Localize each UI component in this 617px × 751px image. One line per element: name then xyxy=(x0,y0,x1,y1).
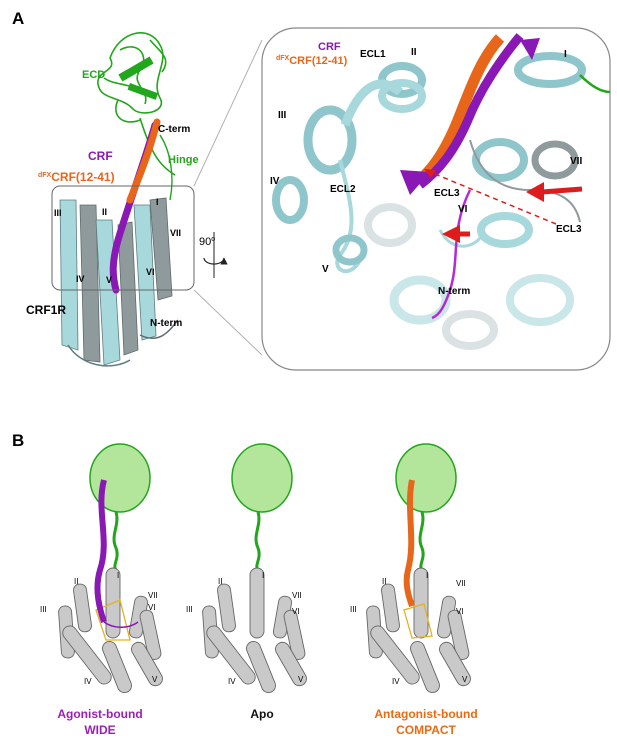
receptor-bundle xyxy=(59,197,179,367)
m1-helix-III: III xyxy=(40,605,47,614)
m3-helix-II: II xyxy=(382,577,386,586)
inset-helix-V: V xyxy=(322,264,329,275)
left-helix-II: II xyxy=(102,207,107,217)
selection-box xyxy=(51,185,195,291)
rotation-value: 90 xyxy=(199,236,211,248)
m3-helix-III: III xyxy=(350,605,357,614)
inset-structure xyxy=(272,33,611,350)
panel-a-letter: A xyxy=(12,9,24,28)
inset-ecl2-label: ECL2 xyxy=(330,184,356,195)
m2-helix-II: II xyxy=(218,577,222,586)
ecd-label: ECD xyxy=(82,69,105,81)
inset-antagonist-label: dFXCRF(12-41) xyxy=(276,55,348,67)
m3-helix-V: V xyxy=(462,675,468,684)
inset-ecl1-label: ECL1 xyxy=(360,49,386,60)
tm-cylinders xyxy=(202,567,307,693)
rotation-label: 90o xyxy=(199,236,215,248)
rotation-arrow xyxy=(203,232,228,278)
inset-helix-VII: VII xyxy=(570,156,582,167)
inset-helix-III: III xyxy=(278,110,287,121)
inset-antagonist-main: CRF(12-41) xyxy=(289,55,347,67)
ecd-strand xyxy=(118,56,154,82)
m1-helix-I: I xyxy=(117,571,119,580)
m1-helix-VII: VII xyxy=(148,591,158,600)
m2-helix-VI: VI xyxy=(292,607,300,616)
inset-nterm-label: N-term xyxy=(438,286,470,297)
antagonist-helix xyxy=(126,118,161,204)
hinge-linker xyxy=(254,511,261,571)
m2-helix-VII: VII xyxy=(292,591,302,600)
m3-helix-VII: VII xyxy=(456,579,466,588)
left-helix-VI: VI xyxy=(146,267,155,277)
m2-helix-IV: IV xyxy=(228,677,236,686)
m3-helix-IV: IV xyxy=(392,677,400,686)
m3-helix-VI: VI xyxy=(456,607,464,616)
ecd-oval xyxy=(395,443,457,513)
m1-caption1: Agonist-bound xyxy=(57,707,142,721)
left-helix-IV: IV xyxy=(76,274,85,284)
rotation-degree: o xyxy=(211,236,215,243)
cterm-label: C-term xyxy=(158,124,190,135)
ecd-oval xyxy=(89,443,151,513)
m1-helix-VI: VI xyxy=(148,603,156,612)
left-helix-I: I xyxy=(156,197,159,207)
m1-helix-II: II xyxy=(74,577,78,586)
m2-caption1: Apo xyxy=(250,707,273,721)
inset-crf-label: CRF xyxy=(318,41,341,53)
left-helix-VII: VII xyxy=(170,228,181,238)
m1-helix-V: V xyxy=(152,675,158,684)
inset-ecl3-label-b: ECL3 xyxy=(556,224,582,235)
antagonist-label: dFXCRF(12-41) xyxy=(38,170,115,184)
tm-cylinders xyxy=(58,567,163,693)
m2-helix-V: V xyxy=(298,675,304,684)
m1-helix-IV: IV xyxy=(84,677,92,686)
crf1r-label: CRF1R xyxy=(26,303,66,317)
inset-crf-ribbon xyxy=(417,33,524,189)
inset-helix-II: II xyxy=(411,47,417,58)
nterm-label-left: N-term xyxy=(150,318,182,329)
hinge-line xyxy=(159,134,173,201)
ecd-oval xyxy=(231,443,293,513)
crf-label: CRF xyxy=(88,149,113,163)
antagonist-main: CRF(12-41) xyxy=(51,170,114,184)
m2-helix-III: III xyxy=(186,605,193,614)
m2-helix-I: I xyxy=(262,571,264,580)
left-helix-III: III xyxy=(54,208,62,218)
inset-helix-I: I xyxy=(564,49,567,60)
inset-helix-IV: IV xyxy=(270,176,280,187)
ecd-domain xyxy=(97,32,176,176)
model-agonist xyxy=(58,443,163,693)
model-apo xyxy=(202,443,307,693)
inset-antagonist-ribbon xyxy=(421,34,505,179)
model-antagonist xyxy=(366,443,471,693)
ecd-strand xyxy=(127,83,159,100)
hinge-linker xyxy=(112,511,119,571)
inset-ecl3-label-a: ECL3 xyxy=(434,188,460,199)
antagonist-sup: dFX xyxy=(38,172,52,179)
m1-caption2: WIDE xyxy=(84,723,115,737)
hinge-label: Hinge xyxy=(168,154,199,166)
m3-caption1: Antagonist-bound xyxy=(374,707,477,721)
hinge-linker xyxy=(418,511,425,571)
panel-b-letter: B xyxy=(12,431,24,450)
m3-caption2: COMPACT xyxy=(396,723,456,737)
left-helix-V: V xyxy=(106,275,112,285)
m3-helix-I: I xyxy=(426,571,428,580)
inset-antagonist-sup: dFX xyxy=(276,55,290,62)
tm-cylinders xyxy=(366,567,471,693)
inset-helix-VI: VI xyxy=(458,204,468,215)
